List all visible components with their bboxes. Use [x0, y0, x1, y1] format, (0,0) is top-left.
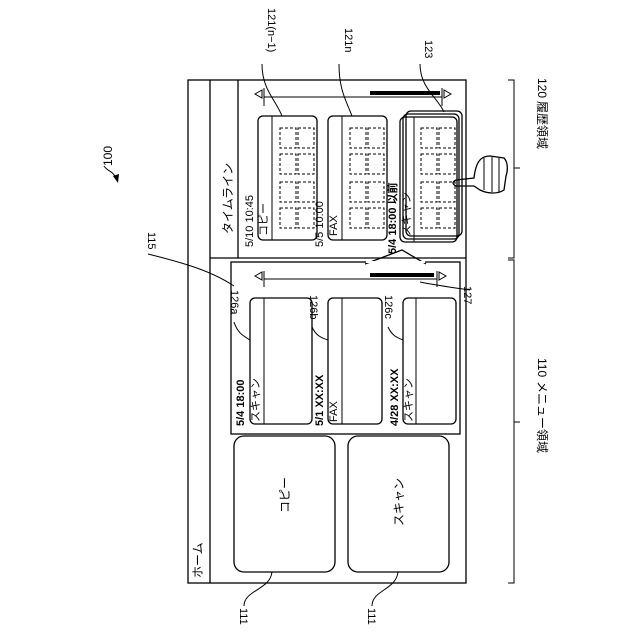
menu-area-brace [508, 260, 520, 583]
menu-area-label: メニュー領域 [535, 381, 550, 453]
button-ref: 111 [365, 608, 377, 625]
menu-area-ref: 110 [535, 358, 549, 377]
popup-card-type: FAX [328, 401, 340, 422]
timeline-card-type: スキャン [401, 192, 413, 236]
popup-card-ref: 126c [382, 295, 394, 319]
timeline-scroll-right-arrow [444, 90, 451, 98]
menu-button-copy-label: コピー [278, 477, 292, 513]
history-popup-panel [231, 262, 460, 434]
home-title: ホーム [191, 542, 205, 578]
timeline-scrollbar[interactable] [255, 88, 451, 106]
timeline-title: タイムライン [221, 163, 235, 234]
timeline-card-ref: 121(n−1) [265, 8, 277, 52]
timeline-card-time: 5/10 10:45 [244, 195, 256, 247]
popup-scroll-thumb [370, 273, 434, 277]
history-area-label: 履歴領域 [535, 101, 550, 149]
stack-ref-leader [420, 64, 444, 112]
device-ref-label: 100 [101, 146, 115, 166]
history-area-ref: 120 [535, 78, 549, 98]
popup-card-type: スキャン [403, 378, 415, 422]
button-ref-leader [244, 572, 272, 606]
pointing-hand-icon [453, 156, 507, 193]
timeline-card-type: FAX [328, 215, 340, 236]
popup-card-time: 5/4 18:00 [235, 380, 247, 426]
timeline-card-ref-leader [262, 64, 282, 116]
popup-card-time: 4/28 XX:XX [389, 368, 401, 426]
popup-card-ref-leader [312, 327, 328, 340]
popup-card-time: 5/1 XX:XX [314, 374, 326, 426]
timeline-card-time: 5/4 18:00 以前 [385, 182, 399, 254]
timeline-card-time: 5/5 10:00 [314, 201, 326, 247]
popup-card-ref: 126b [307, 295, 319, 319]
screen-frame [188, 80, 466, 583]
popup-ref-leader [148, 254, 234, 286]
timeline-card-ref-leader [339, 64, 352, 116]
popup-scroll-right-arrow [439, 272, 446, 280]
popup-ref: 115 [145, 232, 157, 250]
popup-card-ref: 126a [228, 290, 240, 315]
menu-button-scan-label: スキャン [392, 478, 406, 526]
button-ref-leader [372, 572, 398, 606]
popup-card-ref-leader [388, 327, 403, 340]
popup-scroll-left-arrow [255, 272, 262, 280]
timeline-scroll-left-arrow [255, 90, 262, 98]
popup-card-ref-leader [234, 322, 250, 340]
history-area-brace [508, 80, 520, 258]
button-ref: 111 [237, 608, 249, 625]
timeline-card-type: コピー [257, 203, 270, 236]
popup-scrollbar[interactable] [255, 271, 446, 287]
timeline-card-ref: 121n [342, 28, 354, 52]
popup-card-type: スキャン [250, 378, 262, 422]
stack-ref: 123 [422, 40, 434, 58]
